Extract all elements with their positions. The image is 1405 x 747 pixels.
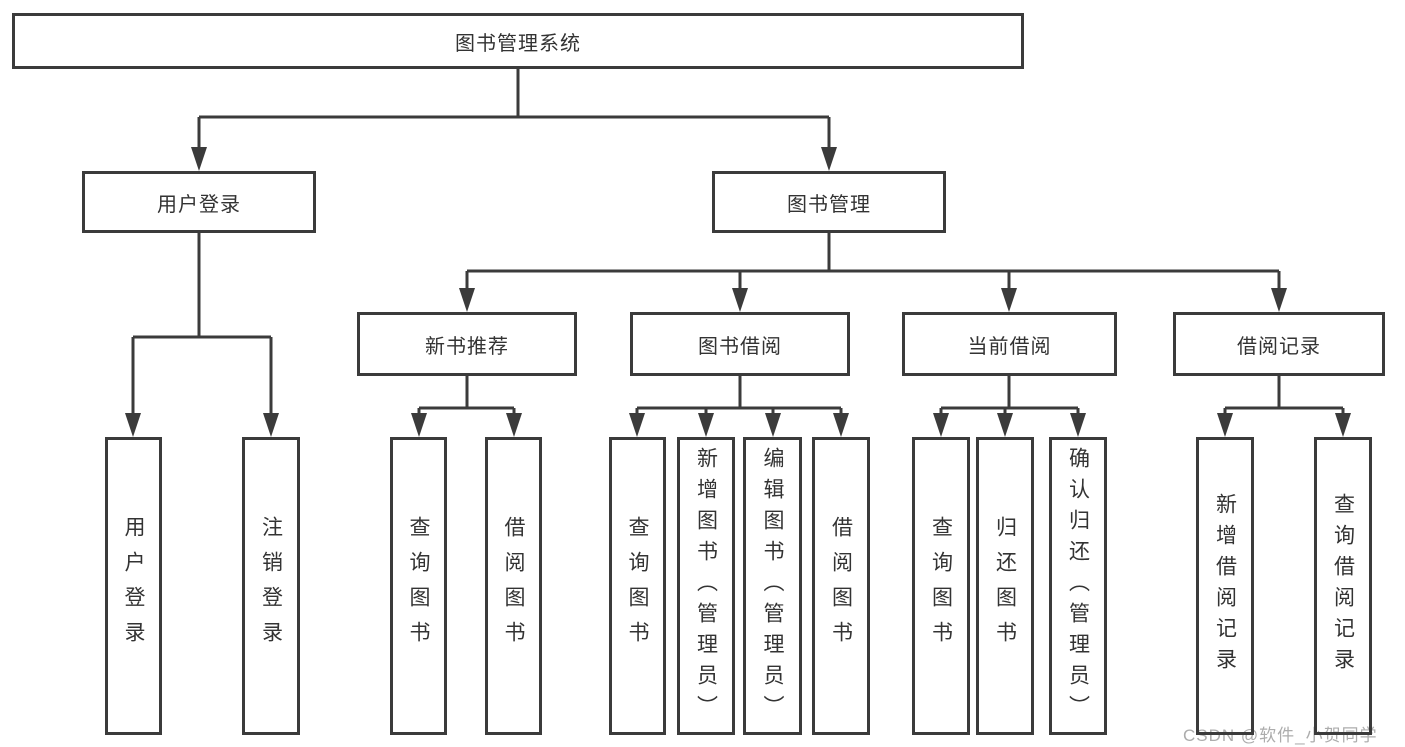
leaf-logout-login: 注销登录 <box>242 437 300 735</box>
leaf-query-books-borrow: 查询图书 <box>609 437 666 735</box>
leaf-query-books-current: 查询图书 <box>912 437 970 735</box>
leaf-query-books-recommend: 查询图书 <box>390 437 447 735</box>
node-root: 图书管理系统 <box>12 13 1024 69</box>
node-book-management: 图书管理 <box>712 171 946 233</box>
leaf-confirm-return-admin: 确认归还（管理员） <box>1049 437 1107 735</box>
leaf-user-login: 用户登录 <box>105 437 162 735</box>
leaf-borrow-books-recommend: 借阅图书 <box>485 437 542 735</box>
node-user-login: 用户登录 <box>82 171 316 233</box>
watermark-text: CSDN @软件_小贺同学 <box>1183 726 1378 745</box>
arrowhead-icons <box>125 147 1351 437</box>
leaf-return-books: 归还图书 <box>976 437 1034 735</box>
node-new-book-recommend: 新书推荐 <box>357 312 577 376</box>
node-book-borrow: 图书借阅 <box>630 312 850 376</box>
leaf-borrow-books: 借阅图书 <box>812 437 870 735</box>
leaf-add-books-admin: 新增图书（管理员） <box>677 437 735 735</box>
leaf-add-borrow-record: 新增借阅记录 <box>1196 437 1254 735</box>
tree-edges <box>131 68 1345 414</box>
node-current-borrow: 当前借阅 <box>902 312 1117 376</box>
leaf-query-borrow-record: 查询借阅记录 <box>1314 437 1372 735</box>
leaf-edit-books-admin: 编辑图书（管理员） <box>743 437 802 735</box>
node-borrow-records: 借阅记录 <box>1173 312 1385 376</box>
